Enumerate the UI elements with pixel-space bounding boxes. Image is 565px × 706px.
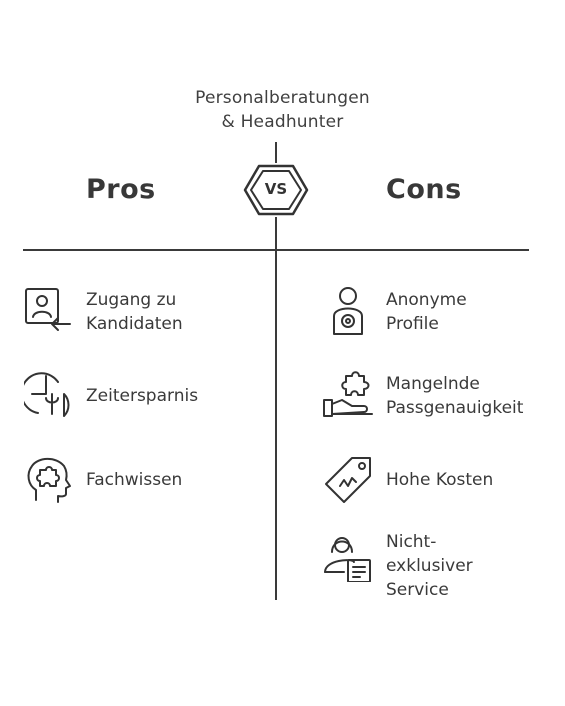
hand-puzzle-icon [323, 371, 373, 417]
anonymous-person-icon [333, 287, 363, 335]
pro-item-label: Zeitersparnis [86, 386, 199, 406]
pro-item-label: Fachwissen [86, 470, 183, 490]
title-line-2: & Headhunter [221, 112, 344, 132]
pro-item-label: Zugang zu Kandidaten [86, 290, 183, 334]
head-puzzle-icon [27, 457, 71, 503]
pros-heading: Pros [86, 174, 156, 205]
price-tag-icon [325, 457, 371, 503]
vs-badge-shape [243, 164, 309, 216]
con-item-label: Mangelnde Passgenauigkeit [386, 374, 524, 418]
con-item-label: Nicht- exklusiver Service [386, 532, 473, 600]
candidate-profile-icon [25, 288, 71, 331]
vs-badge: VS [243, 163, 309, 217]
title-line-1: Personalberatungen [195, 88, 370, 108]
person-document-icon [324, 537, 371, 582]
vertical-divider [275, 142, 277, 600]
horizontal-divider [23, 249, 529, 251]
clock-plant-icon [24, 372, 70, 417]
cons-heading: Cons [386, 174, 462, 205]
con-item-label: Anonyme Profile [386, 290, 467, 334]
vs-label: VS [264, 180, 288, 198]
diagram-title: Personalberatungen & Headhunter [0, 86, 565, 134]
con-item-label: Hohe Kosten [386, 470, 494, 490]
